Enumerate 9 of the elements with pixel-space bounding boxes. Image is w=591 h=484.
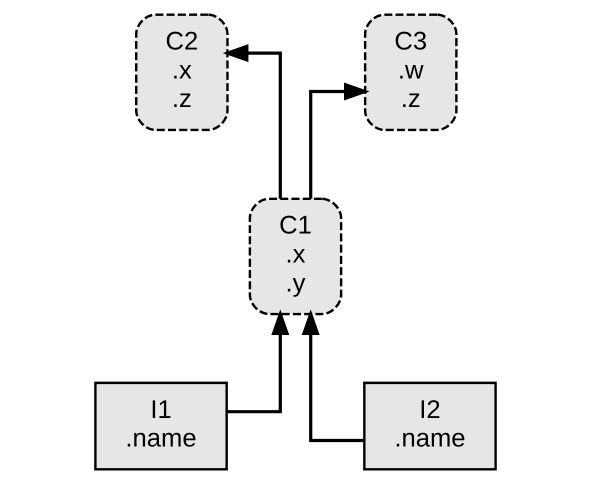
arrow [302, 309, 364, 442]
arrow [226, 309, 290, 414]
node-box: I1 .name [94, 382, 228, 470]
arrow [309, 82, 370, 199]
node-box: C3 .w .z [364, 14, 458, 132]
node-box: I2 .name [363, 382, 497, 470]
node-box: C2 .x .z [135, 14, 229, 132]
arrow [222, 44, 282, 199]
node-box: C1 .x .y [248, 198, 342, 316]
